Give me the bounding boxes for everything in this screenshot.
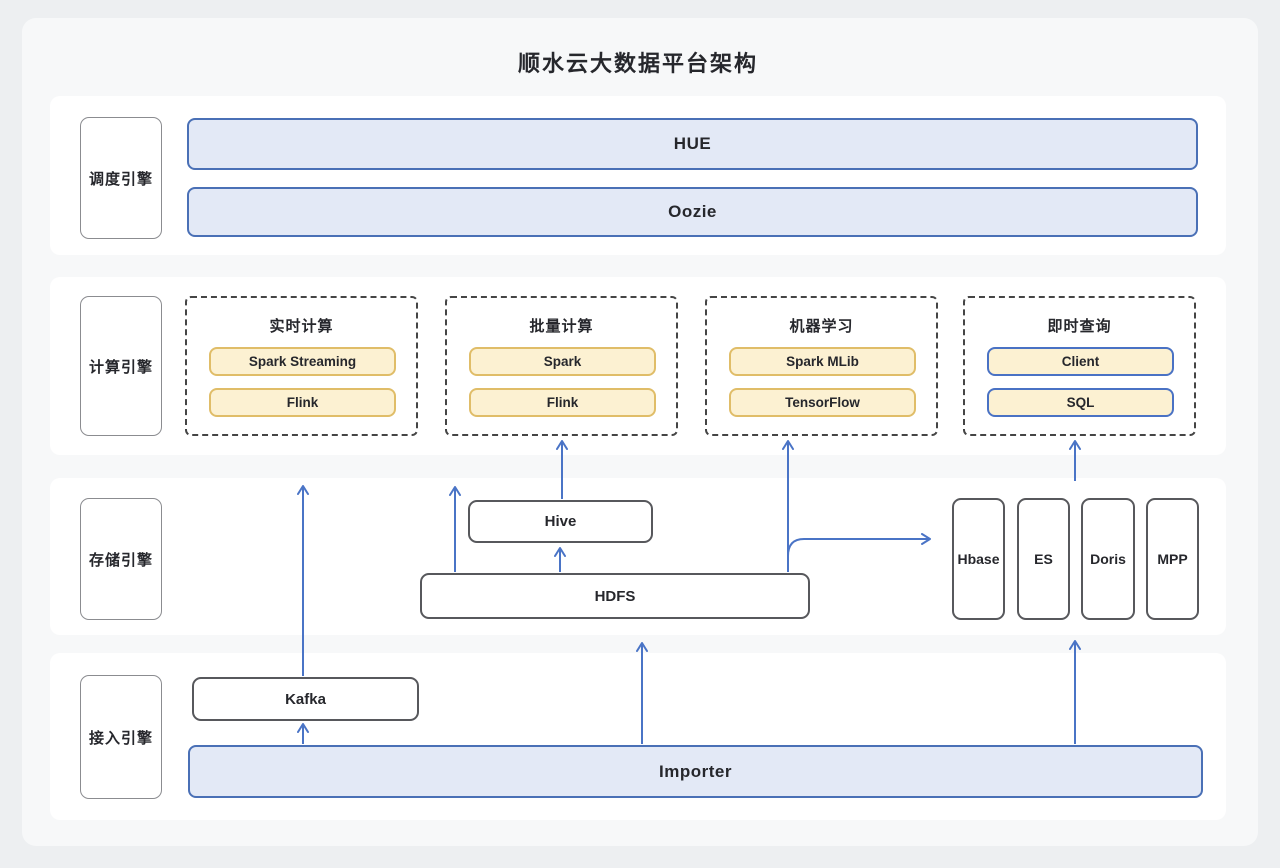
group-instant-query: 即时查询 Client SQL bbox=[963, 296, 1196, 436]
node-doris: Doris bbox=[1081, 498, 1135, 620]
node-flink-realtime: Flink bbox=[209, 388, 396, 417]
node-hbase: Hbase bbox=[952, 498, 1005, 620]
group-title: 批量计算 bbox=[529, 318, 594, 335]
node-hive: Hive bbox=[468, 500, 653, 543]
node-sql: SQL bbox=[987, 388, 1174, 417]
node-spark-streaming: Spark Streaming bbox=[209, 347, 396, 376]
group-title: 实时计算 bbox=[269, 318, 334, 335]
node-importer: Importer bbox=[188, 745, 1203, 798]
node-mpp: MPP bbox=[1146, 498, 1199, 620]
side-label-access-engine: 接入引擎 bbox=[80, 675, 162, 799]
group-machine-learning: 机器学习 Spark MLib TensorFlow bbox=[705, 296, 938, 436]
node-es: ES bbox=[1017, 498, 1070, 620]
group-batch-compute: 批量计算 Spark Flink bbox=[445, 296, 678, 436]
node-hue: HUE bbox=[187, 118, 1198, 170]
side-label-storage-engine: 存储引擎 bbox=[80, 498, 162, 620]
side-label-compute-engine: 计算引擎 bbox=[80, 296, 162, 436]
side-label-scheduling-engine: 调度引擎 bbox=[80, 117, 162, 239]
diagram-title: 顺水云大数据平台架构 bbox=[517, 51, 758, 76]
node-hdfs: HDFS bbox=[420, 573, 810, 619]
node-flink-batch: Flink bbox=[469, 388, 656, 417]
node-spark-mlib: Spark MLib bbox=[729, 347, 916, 376]
node-kafka: Kafka bbox=[192, 677, 419, 721]
group-realtime-compute: 实时计算 Spark Streaming Flink bbox=[185, 296, 418, 436]
node-tensorflow: TensorFlow bbox=[729, 388, 916, 417]
node-client: Client bbox=[987, 347, 1174, 376]
node-oozie: Oozie bbox=[187, 187, 1198, 237]
group-title: 即时查询 bbox=[1047, 318, 1112, 335]
group-title: 机器学习 bbox=[789, 318, 854, 335]
node-spark: Spark bbox=[469, 347, 656, 376]
